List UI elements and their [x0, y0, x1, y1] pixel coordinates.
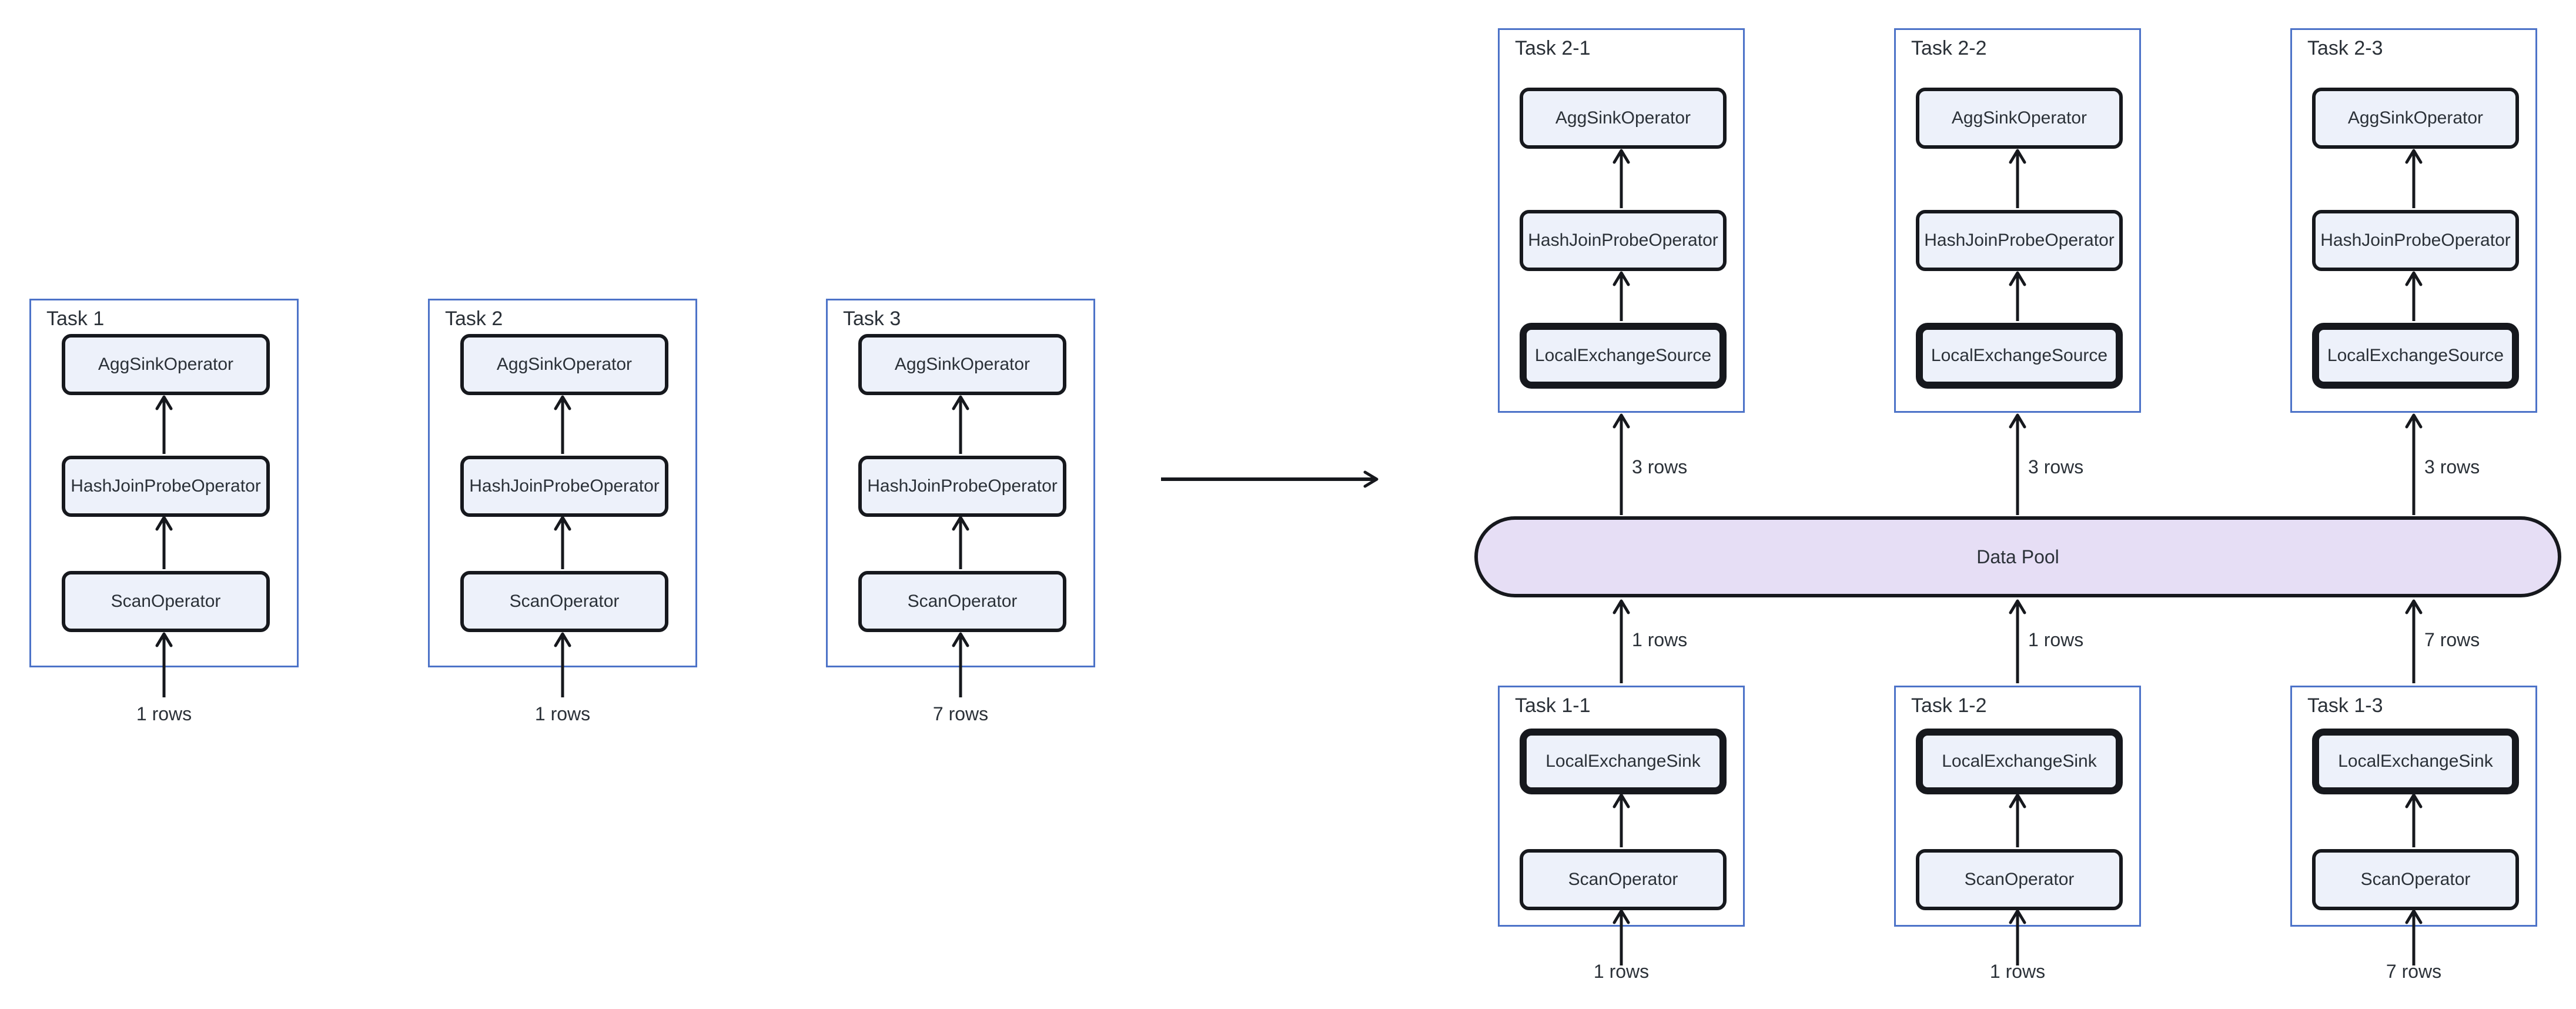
operator-label: ScanOperator [509, 592, 620, 611]
operator-label: AggSinkOperator [98, 355, 234, 374]
task-label: Task 2-1 [1515, 37, 1591, 59]
operator-box-local-exchange-source: LocalExchangeSource [2312, 323, 2519, 389]
task-box-task-3: Task 3 AggSinkOperator HashJoinProbeOper… [826, 299, 1095, 667]
task-box-task-2-1: Task 2-1 AggSinkOperator HashJoinProbeOp… [1498, 28, 1745, 413]
operator-box-hashjoin: HashJoinProbeOperator [1520, 210, 1727, 271]
task-label: Task 1 [46, 308, 105, 330]
operator-box-aggsink: AggSinkOperator [2312, 88, 2519, 149]
task-box-task-1-1: Task 1-1 LocalExchangeSink ScanOperator [1498, 686, 1745, 927]
row-count-label: 7 rows [932, 703, 989, 724]
operator-label: LocalExchangeSource [1534, 346, 1712, 365]
operator-label: HashJoinProbeOperator [71, 476, 261, 496]
operator-box-hashjoin: HashJoinProbeOperator [62, 456, 270, 517]
row-count-label: 7 rows [2424, 629, 2480, 650]
task-box-task-2-3: Task 2-3 AggSinkOperator HashJoinProbeOp… [2290, 28, 2537, 413]
task-label: Task 3 [843, 308, 901, 330]
task-box-task-2: Task 2 AggSinkOperator HashJoinProbeOper… [428, 299, 697, 667]
row-count-label: 1 rows [1632, 629, 1688, 650]
operator-label: HashJoinProbeOperator [1924, 230, 2115, 250]
operator-box-hashjoin: HashJoinProbeOperator [2312, 210, 2519, 271]
operator-label: ScanOperator [2360, 870, 2471, 889]
operator-label: AggSinkOperator [1951, 108, 2087, 128]
operator-label: AggSinkOperator [894, 355, 1031, 374]
operator-box-local-exchange-source: LocalExchangeSource [1520, 323, 1727, 389]
operator-box-aggsink: AggSinkOperator [460, 334, 668, 395]
operator-box-hashjoin: HashJoinProbeOperator [460, 456, 668, 517]
task-box-task-1-3: Task 1-3 LocalExchangeSink ScanOperator [2290, 686, 2537, 927]
operator-label: HashJoinProbeOperator [2320, 230, 2511, 250]
row-count-label: 7 rows [2386, 961, 2442, 982]
row-count-label: 1 rows [1989, 961, 2046, 982]
operator-label: ScanOperator [1964, 870, 2075, 889]
operator-box-scan: ScanOperator [1916, 849, 2123, 910]
operator-label: AggSinkOperator [2347, 108, 2484, 128]
operator-label: LocalExchangeSource [1931, 346, 2108, 365]
operator-box-local-exchange-source: LocalExchangeSource [1916, 323, 2123, 389]
operator-box-aggsink: AggSinkOperator [858, 334, 1066, 395]
task-label: Task 2 [445, 308, 503, 330]
row-count-label: 3 rows [2028, 456, 2084, 477]
operator-box-aggsink: AggSinkOperator [62, 334, 270, 395]
row-count-label: 3 rows [1632, 456, 1688, 477]
task-label: Task 1-1 [1515, 694, 1591, 717]
operator-label: LocalExchangeSink [1942, 751, 2097, 771]
task-label: Task 2-3 [2307, 37, 2383, 59]
operator-label: AggSinkOperator [1555, 108, 1691, 128]
operator-box-aggsink: AggSinkOperator [1520, 88, 1727, 149]
operator-label: LocalExchangeSink [2338, 751, 2493, 771]
operator-box-scan: ScanOperator [62, 571, 270, 632]
operator-label: ScanOperator [111, 592, 221, 611]
row-count-label: 1 rows [136, 703, 192, 724]
task-box-task-1-2: Task 1-2 LocalExchangeSink ScanOperator [1894, 686, 2141, 927]
operator-box-scan: ScanOperator [858, 571, 1066, 632]
operator-label: ScanOperator [1568, 870, 1678, 889]
row-count-label: 1 rows [2028, 629, 2084, 650]
operator-label: AggSinkOperator [496, 355, 633, 374]
task-label: Task 1-2 [1911, 694, 1987, 717]
row-count-label: 1 rows [1593, 961, 1650, 982]
task-box-task-1: Task 1 AggSinkOperator HashJoinProbeOper… [29, 299, 299, 667]
operator-box-scan: ScanOperator [1520, 849, 1727, 910]
operator-label: HashJoinProbeOperator [867, 476, 1058, 496]
task-label: Task 2-2 [1911, 37, 1987, 59]
row-count-label: 1 rows [534, 703, 591, 724]
row-count-label: 3 rows [2424, 456, 2480, 477]
task-label: Task 1-3 [2307, 694, 2383, 717]
operator-box-hashjoin: HashJoinProbeOperator [858, 456, 1066, 517]
operator-label: LocalExchangeSource [2327, 346, 2504, 365]
operator-box-local-exchange-sink: LocalExchangeSink [2312, 729, 2519, 794]
operator-box-scan: ScanOperator [460, 571, 668, 632]
task-box-task-2-2: Task 2-2 AggSinkOperator HashJoinProbeOp… [1894, 28, 2141, 413]
operator-label: ScanOperator [907, 592, 1018, 611]
operator-box-hashjoin: HashJoinProbeOperator [1916, 210, 2123, 271]
operator-label: HashJoinProbeOperator [469, 476, 660, 496]
data-pool-label: Data Pool [1976, 546, 2059, 567]
operator-box-scan: ScanOperator [2312, 849, 2519, 910]
data-pool: Data Pool [1474, 516, 2561, 597]
operator-box-aggsink: AggSinkOperator [1916, 88, 2123, 149]
operator-label: HashJoinProbeOperator [1528, 230, 1718, 250]
operator-label: LocalExchangeSink [1545, 751, 1701, 771]
operator-box-local-exchange-sink: LocalExchangeSink [1916, 729, 2123, 794]
operator-box-local-exchange-sink: LocalExchangeSink [1520, 729, 1727, 794]
